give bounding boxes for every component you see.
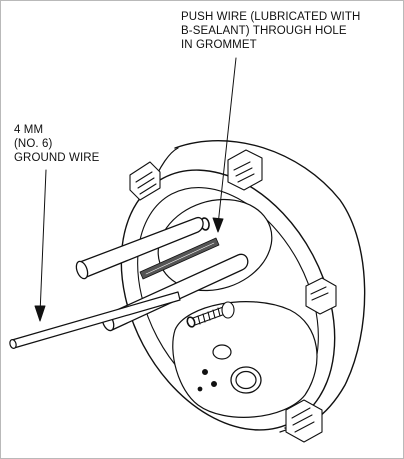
push-wire-arrow	[212, 217, 224, 233]
screw-boss	[221, 301, 235, 319]
terminal-boss-small	[212, 344, 232, 360]
upper-cable-end	[75, 260, 89, 280]
screw	[186, 301, 235, 328]
ground-wire-leader	[39, 169, 47, 315]
ground-wire-callout-line-1: 4 MM	[14, 124, 44, 136]
latch-tab-upper-right	[227, 149, 263, 191]
ground-wire-callout: 4 MM (NO. 6) GROUND WIRE	[14, 123, 99, 165]
small-hole-1	[202, 369, 209, 376]
ground-wire-callout-line-3: GROUND WIRE	[14, 152, 100, 164]
leader-lines	[34, 57, 237, 322]
screw-head	[186, 316, 196, 328]
upper-cable	[79, 216, 204, 279]
ground-wire-arrow	[34, 305, 46, 322]
push-wire-callout: PUSH WIRE (LUBRICATED WITH B-SEALANT) TH…	[181, 10, 360, 52]
pushed-wire-hatch	[145, 242, 215, 275]
screw-thread	[197, 305, 226, 325]
terminal-boss-large	[230, 366, 262, 394]
latch-tab-upper-left	[129, 161, 161, 201]
small-hole-2	[211, 381, 218, 388]
housing-rear-rim	[174, 140, 366, 430]
ground-wire-end	[9, 338, 17, 350]
lower-cavity	[172, 301, 318, 418]
latch-tab-right	[305, 277, 337, 315]
latch-tabs	[129, 149, 337, 443]
push-wire-callout-line-3: IN GROMMET	[181, 39, 257, 51]
terminal-boss-large-inner	[235, 370, 257, 390]
ground-wire-callout-line-2: (NO. 6)	[14, 138, 53, 150]
latch-tab-bottom	[285, 399, 323, 443]
cavity-outline	[172, 301, 318, 418]
push-wire-callout-line-2: B-SEALANT) THROUGH HOLE	[181, 25, 347, 37]
small-hole-3	[197, 386, 203, 392]
ground-wire	[9, 291, 181, 350]
push-wire-leader	[217, 57, 237, 226]
push-wire-callout-line-1: PUSH WIRE (LUBRICATED WITH	[181, 11, 361, 23]
